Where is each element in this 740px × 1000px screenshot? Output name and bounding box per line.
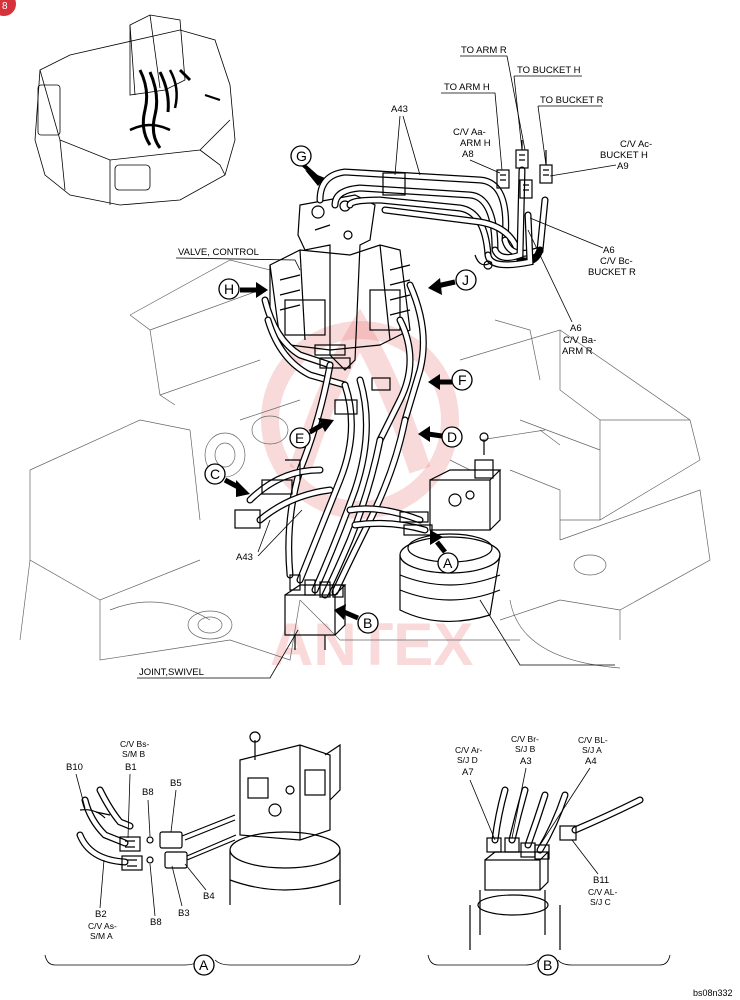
svg-text:S/M B: S/M B: [122, 749, 145, 759]
svg-text:A6: A6: [603, 245, 615, 256]
svg-text:G: G: [296, 148, 307, 164]
callout-h: H: [218, 278, 268, 300]
svg-text:C: C: [210, 466, 220, 482]
svg-text:B2: B2: [95, 909, 107, 920]
control-valve: [261, 194, 427, 444]
svg-text:B10: B10: [66, 762, 83, 773]
svg-text:F: F: [458, 372, 467, 388]
swing-motor: [399, 432, 502, 622]
callout-g: G: [290, 145, 325, 186]
svg-text:BUCKET R: BUCKET R: [588, 267, 636, 278]
page-marker: 8: [0, 0, 16, 16]
svg-text:B4: B4: [203, 891, 215, 902]
callout-b: B: [334, 604, 379, 634]
svg-text:B8: B8: [142, 787, 154, 798]
lower-hoses: [234, 344, 433, 599]
svg-text:C/V Ar-: C/V Ar-: [455, 745, 483, 755]
top-fittings: [496, 140, 553, 199]
svg-text:B3: B3: [178, 908, 190, 919]
svg-text:JOINT,SWIVEL: JOINT,SWIVEL: [139, 667, 204, 678]
detail-b: C/V Ar- S/J D A7 C/V Br- S/J B A3 C/V BL…: [427, 734, 671, 976]
callout-a: A: [430, 530, 459, 574]
svg-text:D: D: [447, 429, 457, 445]
svg-text:C/V Bs-: C/V Bs-: [120, 739, 149, 749]
svg-text:8: 8: [2, 1, 8, 12]
svg-text:J: J: [462, 272, 469, 288]
svg-text:C/V AL-: C/V AL-: [588, 887, 617, 897]
detail-a: C/V Bs- S/M B B10 B1 B8 B5 B2 C/V As- S/…: [44, 731, 361, 976]
svg-text:B11: B11: [593, 875, 609, 886]
svg-text:C/V Ba-: C/V Ba-: [563, 335, 596, 346]
svg-text:A43: A43: [391, 104, 408, 115]
svg-text:C/V As-: C/V As-: [88, 921, 117, 931]
svg-text:B8: B8: [150, 917, 162, 928]
svg-text:A9: A9: [617, 161, 629, 172]
svg-text:B: B: [363, 615, 372, 631]
svg-text:C/V Aa-: C/V Aa-: [453, 127, 486, 138]
callout-c: C: [204, 463, 250, 497]
svg-text:TO ARM R: TO ARM R: [461, 45, 507, 56]
svg-text:A3: A3: [520, 756, 532, 767]
svg-text:C/V Ac-: C/V Ac-: [620, 139, 652, 150]
svg-text:S/J D: S/J D: [457, 755, 478, 765]
svg-text:S/M A: S/M A: [90, 931, 113, 941]
svg-text:C/V Bc-: C/V Bc-: [600, 256, 633, 267]
callout-j: J: [428, 269, 477, 295]
svg-text:A4: A4: [585, 756, 597, 767]
svg-text:C/V BL-: C/V BL-: [578, 735, 608, 745]
callout-f: F: [428, 369, 473, 391]
svg-text:E: E: [295, 430, 304, 446]
chassis: [19, 259, 711, 669]
svg-text:ARM H: ARM H: [460, 138, 491, 149]
svg-text:H: H: [224, 281, 234, 297]
callout-e: E: [289, 418, 334, 449]
svg-text:A6: A6: [570, 323, 582, 334]
svg-text:B1: B1: [125, 762, 137, 773]
svg-text:VALVE, CONTROL: VALVE, CONTROL: [178, 247, 259, 258]
svg-text:BUCKET H: BUCKET H: [600, 150, 648, 161]
svg-text:A7: A7: [462, 767, 474, 778]
main-labels: TO ARM R TO BUCKET H TO ARM H TO BUCKET …: [137, 45, 652, 679]
svg-text:S/J B: S/J B: [515, 744, 536, 754]
svg-text:B: B: [543, 957, 552, 973]
svg-text:S/J C: S/J C: [590, 897, 611, 907]
callout-d: D: [418, 426, 463, 448]
svg-text:ARM R: ARM R: [562, 346, 593, 357]
svg-text:A: A: [199, 957, 209, 973]
svg-text:A8: A8: [462, 149, 474, 160]
svg-text:B5: B5: [170, 778, 182, 789]
excavator-thumbnail: [34, 14, 236, 206]
svg-text:TO ARM H: TO ARM H: [444, 82, 490, 93]
figure-code: bs08n332: [693, 988, 733, 998]
svg-text:S/J A: S/J A: [582, 745, 602, 755]
svg-text:TO BUCKET H: TO BUCKET H: [517, 65, 581, 76]
svg-text:A43: A43: [236, 552, 253, 563]
svg-text:C/V Br-: C/V Br-: [511, 734, 539, 744]
svg-text:A: A: [443, 555, 453, 571]
svg-text:TO BUCKET R: TO BUCKET R: [540, 95, 604, 106]
swivel-joint: [284, 574, 347, 650]
